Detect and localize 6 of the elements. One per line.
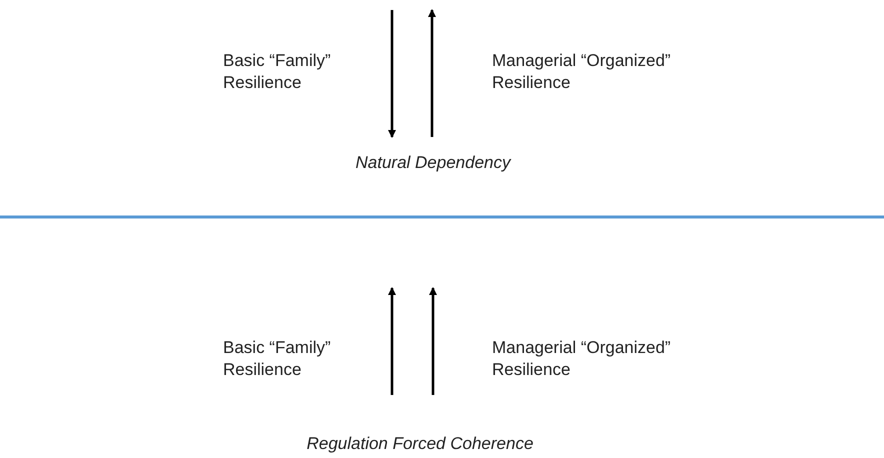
resilience-label: Managerial “Organized” Resilience <box>492 50 672 94</box>
resilience-label: Basic “Family” Resilience <box>223 50 332 94</box>
caption-text: Regulation Forced Coherence <box>306 433 534 455</box>
resilience-label: Managerial “Organized” Resilience <box>492 337 672 381</box>
caption-text: Natural Dependency <box>354 152 512 174</box>
resilience-label: Basic “Family” Resilience <box>223 337 332 381</box>
